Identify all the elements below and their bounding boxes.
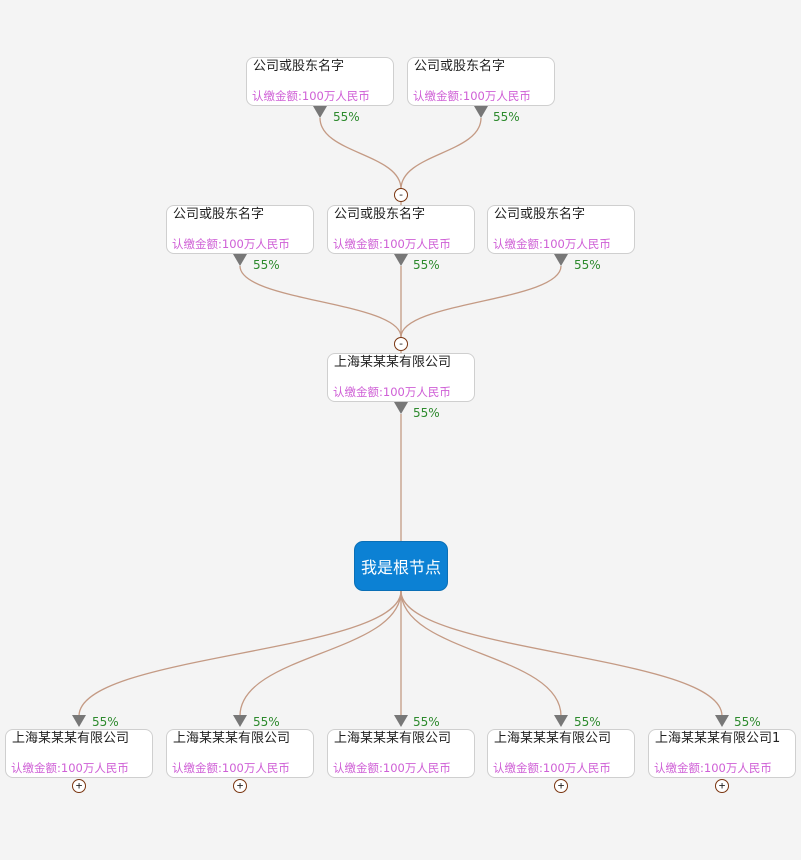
arrow-down-icon [474, 106, 488, 118]
expand-toggle-icon[interactable]: + [554, 779, 568, 793]
node-name: 公司或股东名字 [173, 207, 265, 222]
subsidiary-node-5[interactable]: 上海某某某有限公司1 认缴金额:100万人民币 [648, 729, 796, 778]
node-name: 上海某某某有限公司 [12, 731, 130, 746]
node-amount: 认缴金额:100万人民币 [654, 761, 772, 775]
node-name: 上海某某某有限公司 [494, 731, 612, 746]
node-amount: 认缴金额:100万人民币 [333, 385, 451, 399]
node-name: 上海某某某有限公司 [334, 355, 452, 370]
arrow-down-icon [554, 715, 568, 727]
edge-line [400, 590, 723, 717]
percent-label: 55% [92, 715, 119, 729]
edge-line [400, 265, 562, 338]
collapse-toggle-icon[interactable]: - [394, 337, 408, 351]
percent-label: 55% [493, 110, 520, 124]
percent-label: 55% [413, 406, 440, 420]
expand-toggle-icon[interactable]: + [233, 779, 247, 793]
shareholder-node-l1-1[interactable]: 公司或股东名字 认缴金额:100万人民币 [166, 205, 314, 254]
arrow-down-icon [554, 254, 568, 266]
edge-line [319, 117, 402, 190]
node-amount: 认缴金额:100万人民币 [172, 237, 290, 251]
node-name: 上海某某某有限公司1 [655, 731, 781, 746]
edge-line [400, 590, 562, 717]
shareholder-node-l2-1[interactable]: 公司或股东名字 认缴金额:100万人民币 [246, 57, 394, 106]
expand-toggle-icon[interactable]: + [72, 779, 86, 793]
arrow-down-icon [715, 715, 729, 727]
arrow-down-icon [394, 254, 408, 266]
collapse-toggle-icon[interactable]: - [394, 188, 408, 202]
arrow-down-icon [394, 715, 408, 727]
node-amount: 认缴金额:100万人民币 [493, 237, 611, 251]
subsidiary-node-4[interactable]: 上海某某某有限公司 认缴金额:100万人民币 [487, 729, 635, 778]
node-amount: 认缴金额:100万人民币 [333, 237, 451, 251]
percent-label: 55% [574, 715, 601, 729]
arrow-down-icon [72, 715, 86, 727]
edge-line [239, 265, 402, 338]
percent-label: 55% [413, 258, 440, 272]
subsidiary-node-2[interactable]: 上海某某某有限公司 认缴金额:100万人民币 [166, 729, 314, 778]
arrow-down-icon [394, 402, 408, 414]
shareholder-node-l1-3[interactable]: 公司或股东名字 认缴金额:100万人民币 [487, 205, 635, 254]
node-amount: 认缴金额:100万人民币 [11, 761, 129, 775]
node-name: 上海某某某有限公司 [173, 731, 291, 746]
percent-label: 55% [253, 715, 280, 729]
node-amount: 认缴金额:100万人民币 [413, 89, 531, 103]
percent-label: 55% [413, 715, 440, 729]
node-amount: 认缴金额:100万人民币 [172, 761, 290, 775]
arrow-down-icon [313, 106, 327, 118]
arrow-down-icon [233, 715, 247, 727]
edge-line [400, 117, 482, 190]
percent-label: 55% [333, 110, 360, 124]
edge-line [239, 590, 402, 717]
node-name: 上海某某某有限公司 [334, 731, 452, 746]
node-amount: 认缴金额:100万人民币 [333, 761, 451, 775]
node-name: 公司或股东名字 [253, 59, 345, 74]
node-name: 公司或股东名字 [334, 207, 426, 222]
node-amount: 认缴金额:100万人民币 [493, 761, 611, 775]
arrow-down-icon [233, 254, 247, 266]
node-name: 公司或股东名字 [494, 207, 586, 222]
percent-label: 55% [253, 258, 280, 272]
subsidiary-node-3[interactable]: 上海某某某有限公司 认缴金额:100万人民币 [327, 729, 475, 778]
edge-line [78, 590, 402, 717]
node-amount: 认缴金额:100万人民币 [252, 89, 370, 103]
shareholder-node-l1-2[interactable]: 公司或股东名字 认缴金额:100万人民币 [327, 205, 475, 254]
shareholder-node-l2-2[interactable]: 公司或股东名字 认缴金额:100万人民币 [407, 57, 555, 106]
subsidiary-node-1[interactable]: 上海某某某有限公司 认缴金额:100万人民币 [5, 729, 153, 778]
node-name: 公司或股东名字 [414, 59, 506, 74]
expand-toggle-icon[interactable]: + [715, 779, 729, 793]
parent-company-node[interactable]: 上海某某某有限公司 认缴金额:100万人民币 [327, 353, 475, 402]
percent-label: 55% [574, 258, 601, 272]
percent-label: 55% [734, 715, 761, 729]
root-node[interactable]: 我是根节点 [354, 541, 448, 591]
